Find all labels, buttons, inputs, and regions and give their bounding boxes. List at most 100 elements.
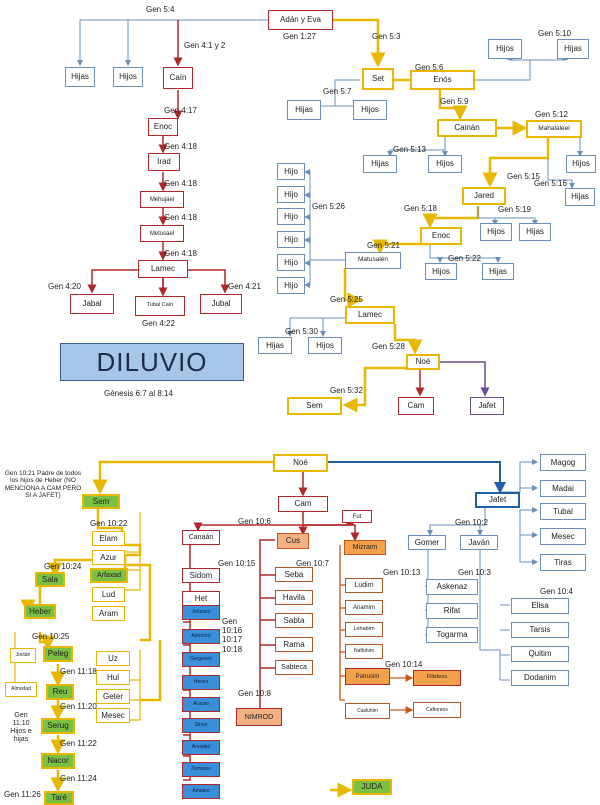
node-tubal: Tubal xyxy=(540,503,586,520)
ref-gen-4-1: Gen 4:1 y 2 xyxy=(184,41,226,50)
node-heber: Heber xyxy=(24,604,56,619)
node-hijos-mahalaleel: Hijos xyxy=(566,155,596,173)
node-mesec-sem: Mesec xyxy=(96,708,130,723)
ref-gen-5-32: Gen 5:32 xyxy=(330,386,363,395)
ref-gen-10-2: Gen 10:2 xyxy=(455,518,488,527)
ref-gen-5-3: Gen 5:3 xyxy=(372,32,401,41)
node-hijos-adan: Hijos xyxy=(113,67,143,87)
node-caftoreos: Caftoreos xyxy=(413,702,461,718)
node-canaanite: Sineo xyxy=(182,718,220,733)
node-het: Het xyxy=(182,591,220,606)
ref-gen-11-20: Gen 11:20 xyxy=(60,702,97,711)
ref-gen-5-25: Gen 5:25 xyxy=(330,295,363,304)
node-noe-top: Noé xyxy=(406,354,440,370)
node-hijas-mahalaleel: Hijas xyxy=(565,188,595,206)
section-divider xyxy=(0,423,600,427)
node-hul: Hul xyxy=(96,670,130,685)
node-serug: Serug xyxy=(41,718,75,734)
ref-gen-4-18-a: Gen 4:18 xyxy=(164,142,197,151)
node-hijos-jared: Hijos xyxy=(480,223,512,241)
node-togarma: Togarma xyxy=(426,627,478,643)
node-lamec-cain: Lamec xyxy=(138,260,188,278)
ref-gen-4-18-c: Gen 4:18 xyxy=(164,213,197,222)
node-anamim: Anamim xyxy=(345,600,383,615)
ref-gen-5-26: Gen 5:26 xyxy=(312,202,345,211)
ref-gen-11-24: Gen 11:24 xyxy=(60,774,97,783)
node-jafet-bottom: Jafet xyxy=(475,492,520,508)
node-cainan: Cainán xyxy=(437,119,497,137)
node-hijos-set: Hijos xyxy=(353,100,387,120)
node-metusael: Metusael xyxy=(140,225,184,242)
node-juda: JUDA xyxy=(352,779,392,795)
ref-gen-5-28: Gen 5:28 xyxy=(372,342,405,351)
node-hijos-lamec: Hijos xyxy=(308,337,342,354)
node-havila: Havila xyxy=(275,590,313,605)
node-mahalaleel: Mahalaleel xyxy=(526,120,582,138)
node-quitim: Quitim xyxy=(511,646,569,662)
ref-gen-10-6: Gen 10:6 xyxy=(238,517,271,526)
node-seba: Seba xyxy=(275,567,313,582)
node-elisa: Elisa xyxy=(511,598,569,614)
node-almodad: Almodad xyxy=(5,682,37,697)
ref-gen-10-3: Gen 10:3 xyxy=(458,568,491,577)
node-tiras: Tiras xyxy=(540,554,586,571)
node-cam-top: Cam xyxy=(398,397,434,415)
node-askenaz: Askenaz xyxy=(426,579,478,595)
ref-gen-4-21: Gen 4:21 xyxy=(228,282,261,291)
node-canaanite: Heveo xyxy=(182,675,220,690)
node-hijas-enos: Hijas xyxy=(557,39,589,59)
ref-gen-4-17: Gen 4:17 xyxy=(164,106,197,115)
node-canaanite: Araceo xyxy=(182,697,220,712)
ref-gen-5-13: Gen 5:13 xyxy=(393,145,426,154)
ref-gen-10-24: Gen 10:24 xyxy=(44,562,82,571)
node-uz: Uz xyxy=(96,651,130,666)
ref-gen-10-22: Gen 10:22 xyxy=(90,519,128,528)
node-hijas-adan: Hijas xyxy=(65,67,95,87)
node-jared: Jared xyxy=(462,187,506,205)
node-dodanim: Dodanim xyxy=(511,670,569,686)
node-hijas-set: Hijas xyxy=(287,100,321,120)
node-canaanite: Jebuseo xyxy=(182,605,220,620)
node-enoc-cain: Enoc xyxy=(148,118,178,136)
ref-gen-5-19: Gen 5:19 xyxy=(498,205,531,214)
node-jafet-top: Jafet xyxy=(470,397,504,415)
node-mehujael: Mehujael xyxy=(140,191,184,208)
ref-gen-5-6: Gen 5:6 xyxy=(415,63,444,72)
node-ludim: Ludim xyxy=(345,578,383,593)
node-sidon: Sidom xyxy=(182,568,220,583)
node-hijo-6: Hijo xyxy=(277,277,305,294)
node-arfaxad: Arfaxad xyxy=(90,568,128,583)
ref-gen-10-7: Gen 10:7 xyxy=(296,559,329,568)
node-set: Set xyxy=(362,68,394,90)
ref-gen-4-20: Gen 4:20 xyxy=(48,282,81,291)
ref-gen-5-18: Gen 5:18 xyxy=(404,204,437,213)
node-jubal: Jubal xyxy=(200,294,242,314)
ref-gen-10-8: Gen 10:8 xyxy=(238,689,271,698)
node-hijas-cainan: Hijas xyxy=(363,155,397,173)
node-magog: Magog xyxy=(540,454,586,471)
node-hijos-cainan: Hijos xyxy=(428,155,462,173)
node-tare: Taré xyxy=(44,791,74,805)
node-joctan: Joctán xyxy=(10,648,36,663)
node-hijos-enoc: Hijos xyxy=(425,263,457,280)
node-hijas-jared: Hijas xyxy=(519,223,551,241)
ref-gen-4-22: Gen 4:22 xyxy=(142,319,175,328)
ref-gen-4-18-b: Gen 4:18 xyxy=(164,179,197,188)
ref-gen-5-15: Gen 5:15 xyxy=(507,172,540,181)
node-canaanite: Zemareo xyxy=(182,762,220,777)
node-tubal-cain: Tubal Caín xyxy=(135,296,185,316)
node-hijo-4: Hijo xyxy=(277,231,305,248)
ref-gen-10-15: Gen 10:15 xyxy=(218,559,256,568)
ref-gen-11-18: Gen 11:18 xyxy=(60,667,97,676)
node-jabal: Jabal xyxy=(70,294,114,314)
node-geter: Geter xyxy=(96,689,130,704)
node-tarsis: Tarsis xyxy=(511,622,569,638)
node-lud: Lud xyxy=(92,587,125,602)
node-canaanite: Amateo xyxy=(182,784,220,799)
ref-gen-5-7: Gen 5:7 xyxy=(323,87,352,96)
node-sem-bottom: Sem xyxy=(82,494,120,509)
ref-gen-11-10: Gen 11:10 Hijos e hijas xyxy=(10,712,32,744)
ref-gen-10-25: Gen 10:25 xyxy=(32,632,70,641)
node-elam: Elam xyxy=(92,531,125,546)
ref-gen-5-10: Gen 5:10 xyxy=(538,29,571,38)
